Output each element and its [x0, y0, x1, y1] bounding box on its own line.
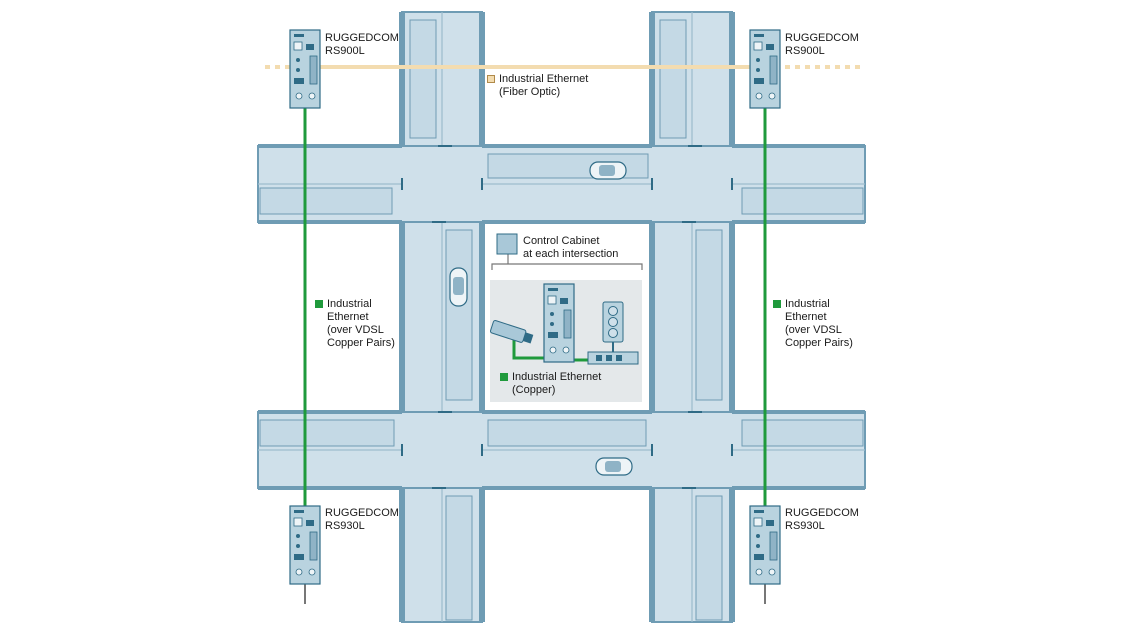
copper-legend-swatch [500, 373, 508, 381]
traffic-controller-icon [587, 351, 639, 365]
car-icon [589, 161, 627, 180]
vdsl-left-legend-swatch [315, 300, 323, 308]
traffic-light-icon [602, 301, 624, 352]
fiber-label: Industrial Ethernet(Fiber Optic) [499, 73, 589, 98]
camera-icon [490, 320, 534, 344]
switch-device-bottom-right [749, 505, 781, 585]
vdsl-right-legend-swatch [773, 300, 781, 308]
switch-device-top-left [289, 29, 321, 109]
cabinet-icon [496, 233, 518, 255]
copper-label: Industrial Ethernet(Copper) [512, 371, 602, 396]
switch-device-top-right [749, 29, 781, 109]
switch-device-cabinet [543, 283, 575, 363]
fiber-legend-swatch [487, 75, 495, 83]
switch-device-bottom-left [289, 505, 321, 585]
car-icon [595, 457, 633, 476]
car-icon [449, 267, 468, 307]
